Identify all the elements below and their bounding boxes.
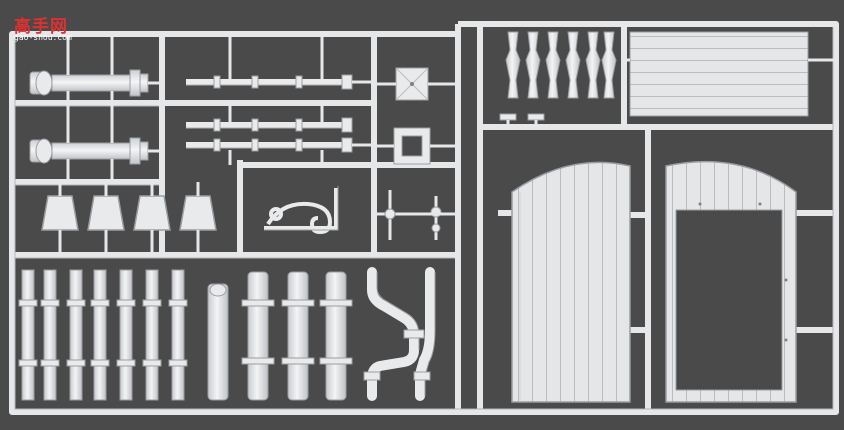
small-pins <box>499 113 545 127</box>
thick-pipe-parts <box>207 271 347 401</box>
baluster-parts <box>505 31 617 99</box>
watermark-title: 高手网 <box>14 17 68 37</box>
square-plate-part <box>374 67 458 101</box>
scroll-bracket-part <box>264 188 338 235</box>
arched-door-part <box>511 161 631 403</box>
drainpipe-bend-parts <box>367 267 435 401</box>
watermark-url: gao-shou.com <box>14 33 72 42</box>
plank-panel-part <box>624 31 836 117</box>
drainpipe-collars <box>363 329 431 381</box>
post-bands <box>18 299 188 367</box>
post-parts <box>21 269 185 401</box>
thick-pipe-bands <box>241 299 353 365</box>
scroll-bracket-outline <box>264 186 339 231</box>
lamp-shade-parts <box>41 195 217 231</box>
rod-part-2 <box>186 117 353 133</box>
arched-door-frame-part <box>665 160 797 403</box>
rod-part-3 <box>186 137 353 153</box>
sprue-frame-shading <box>14 27 834 410</box>
rod-attachments <box>228 34 374 165</box>
watermark-logo: 高手网 gao-shou.com <box>6 6 78 42</box>
square-frame-part <box>374 127 458 165</box>
column-attachments <box>66 34 162 182</box>
rod-part-1 <box>186 74 353 90</box>
cross-fitting-parts <box>374 190 458 240</box>
column-part-2 <box>29 137 149 165</box>
sprue-frame <box>9 21 839 415</box>
column-part-1 <box>29 69 149 97</box>
lamp-shade-attachments <box>58 182 200 255</box>
